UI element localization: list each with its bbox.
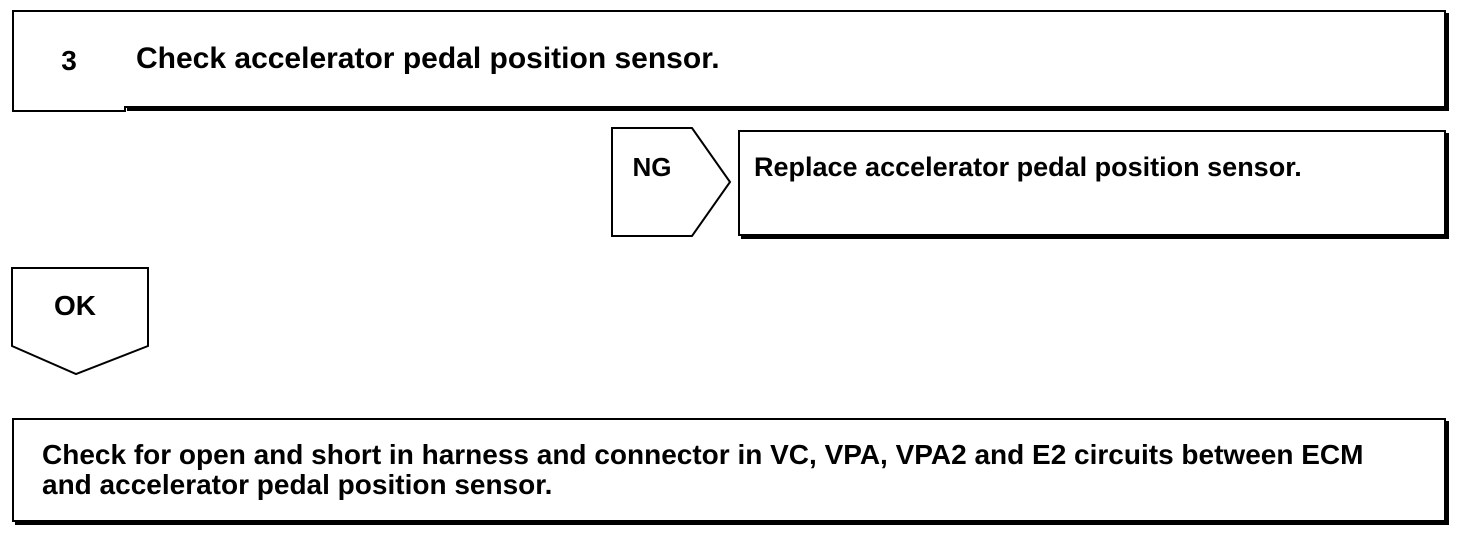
next-step-box: Check for open and short in harness and … [12, 418, 1446, 522]
ok-arrow-shape [11, 267, 149, 376]
next-step-text: Check for open and short in harness and … [42, 439, 1364, 500]
ng-action-box: Replace accelerator pedal position senso… [738, 130, 1446, 236]
step-title: Check accelerator pedal position sensor. [124, 10, 1446, 108]
ng-action-text: Replace accelerator pedal position senso… [754, 152, 1302, 182]
ng-label: NG [632, 152, 672, 182]
ok-label: OK [54, 290, 96, 321]
ng-arrow-shape [611, 127, 732, 237]
step-number: 3 [12, 10, 126, 112]
